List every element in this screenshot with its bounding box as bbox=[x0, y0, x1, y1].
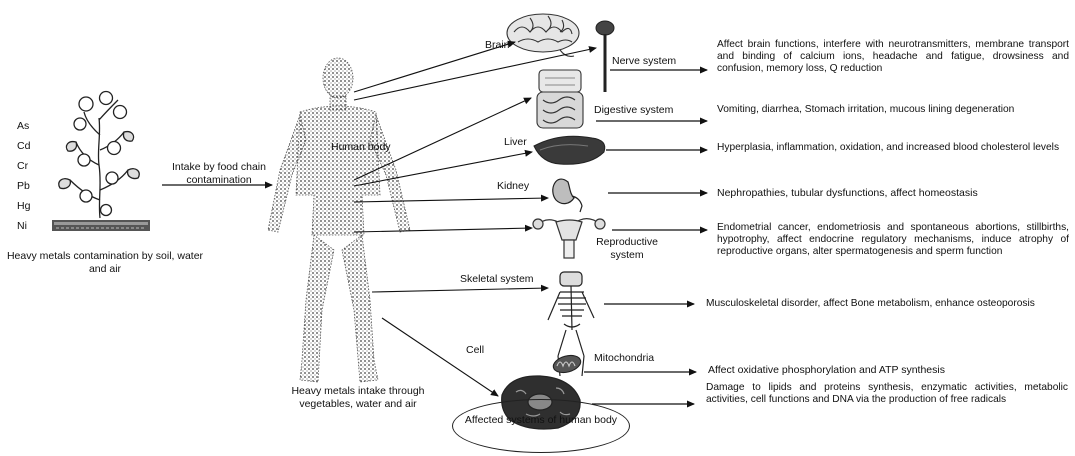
soil-illustration bbox=[52, 220, 150, 231]
human-body-caption: Heavy metals intake through vegetables, … bbox=[268, 385, 448, 410]
footer-caption: Affected systems of human body bbox=[453, 400, 629, 426]
plant-caption: Heavy metals contamination by soil, wate… bbox=[4, 250, 206, 275]
human-body-label: Human body bbox=[331, 141, 391, 154]
metal-label: Cd bbox=[17, 140, 30, 152]
reproductive-effects-text: Endometrial cancer, endometriosis and sp… bbox=[717, 222, 1069, 259]
mitochondria-effects-text: Affect oxidative phosphorylation and ATP… bbox=[708, 364, 945, 377]
skeletal-effects-text: Musculoskeletal disorder, affect Bone me… bbox=[706, 298, 1068, 310]
intake-label: Intake by food chain contamination bbox=[164, 161, 274, 186]
mitochondria-illustration bbox=[551, 353, 582, 376]
metal-label: Pb bbox=[17, 180, 30, 192]
brain-label: Brain bbox=[485, 39, 510, 52]
body-to-organ-arrows bbox=[354, 42, 596, 396]
cell-label: Cell bbox=[466, 344, 484, 357]
liver-label: Liver bbox=[504, 136, 527, 149]
footer-ellipse: Affected systems of human body bbox=[452, 399, 630, 453]
skeletal-system-label: Skeletal system bbox=[460, 273, 534, 286]
digestive-illustration bbox=[537, 70, 583, 128]
brain-illustration bbox=[507, 14, 579, 56]
kidney-label: Kidney bbox=[497, 180, 529, 193]
metal-label: Hg bbox=[17, 200, 30, 212]
liver-effects-text: Hyperplasia, inflammation, oxidation, an… bbox=[717, 142, 1069, 154]
plant-illustration bbox=[59, 92, 140, 219]
cell-effects-text: Damage to lipids and proteins synthesis,… bbox=[706, 382, 1068, 406]
metal-label: As bbox=[17, 120, 29, 132]
liver-illustration bbox=[534, 136, 605, 164]
reproductive-system-label: Reproductive system bbox=[582, 236, 672, 261]
metal-label: Cr bbox=[17, 160, 28, 172]
mitochondria-label: Mitochondria bbox=[594, 352, 654, 365]
metal-label: Ni bbox=[17, 220, 27, 232]
kidney-illustration bbox=[553, 179, 582, 212]
human-body-illustration bbox=[268, 58, 410, 382]
kidney-effects-text: Nephropathies, tubular dysfunctions, aff… bbox=[717, 187, 978, 200]
nerve-system-label: Nerve system bbox=[612, 55, 676, 68]
digestive-effects-text: Vomiting, diarrhea, Stomach irritation, … bbox=[717, 104, 1069, 116]
nerve-effects-text: Affect brain functions, interfere with n… bbox=[717, 39, 1069, 76]
digestive-system-label: Digestive system bbox=[594, 104, 673, 117]
skeleton-illustration bbox=[548, 272, 594, 376]
